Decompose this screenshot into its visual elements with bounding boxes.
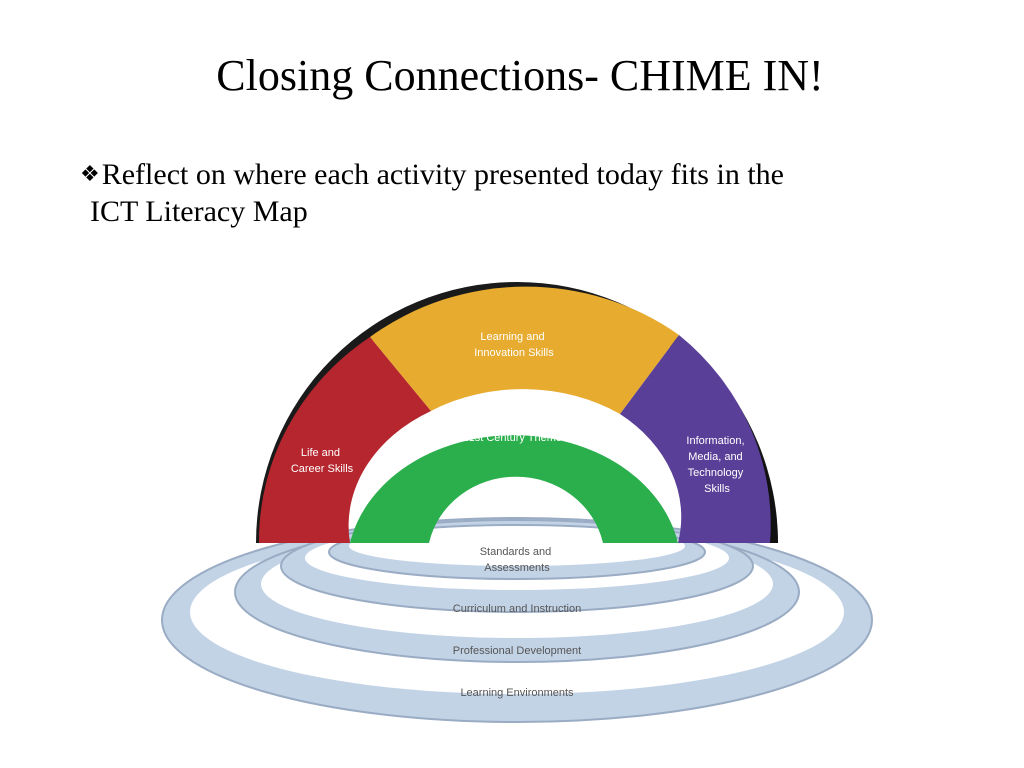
label-core-subjects-line-2: 21st Century Themes	[463, 432, 568, 444]
label-curriculum-instruction: Curriculum and Instruction	[453, 603, 581, 615]
segment-learning-innovation-skills	[370, 286, 679, 414]
diamond-bullet-icon: ❖	[80, 161, 100, 186]
bullet-text-line-1: Reflect on where each activity presented…	[101, 158, 784, 191]
label-core-subjects: Core Subjects and 21st Century Themes	[463, 416, 568, 444]
label-learning-environments: Learning Environments	[460, 687, 574, 699]
segment-information-media-technology	[620, 335, 771, 543]
label-information-media-line-3: Technology	[688, 467, 744, 479]
outer-arch	[258, 286, 771, 543]
label-life-career-line-2: Career Skills	[291, 463, 354, 475]
label-learning-innovation-line-1: Learning and	[480, 331, 544, 343]
label-information-media-line-4: Skills	[704, 483, 730, 495]
label-information-media-line-2: Media, and	[688, 451, 742, 463]
bullet-point: ❖Reflect on where each activity presente…	[80, 155, 940, 230]
slide-title: Closing Connections- CHIME IN!	[216, 51, 824, 100]
label-standards-assessments: Standards and Assessments	[480, 546, 555, 574]
label-life-career: Life and Career Skills	[291, 447, 354, 475]
label-core-subjects-line-1: Core Subjects and	[468, 416, 559, 428]
label-learning-innovation: Learning and Innovation Skills	[474, 331, 554, 359]
segment-life-career-skills	[258, 337, 431, 543]
label-standards-line-2: Assessments	[484, 562, 550, 574]
ring-center	[349, 526, 685, 566]
label-information-media-line-1: Information,	[686, 435, 744, 447]
label-life-career-line-1: Life and	[301, 447, 340, 459]
label-learning-innovation-line-2: Innovation Skills	[474, 347, 554, 359]
bullet-text-line-2: ICT Literacy Map	[90, 195, 308, 228]
label-standards-line-1: Standards and	[480, 546, 552, 558]
label-information-media: Information, Media, and Technology Skill…	[686, 435, 747, 495]
support-rings	[161, 517, 873, 723]
label-professional-development: Professional Development	[453, 645, 581, 657]
segment-core-subjects	[350, 435, 678, 543]
